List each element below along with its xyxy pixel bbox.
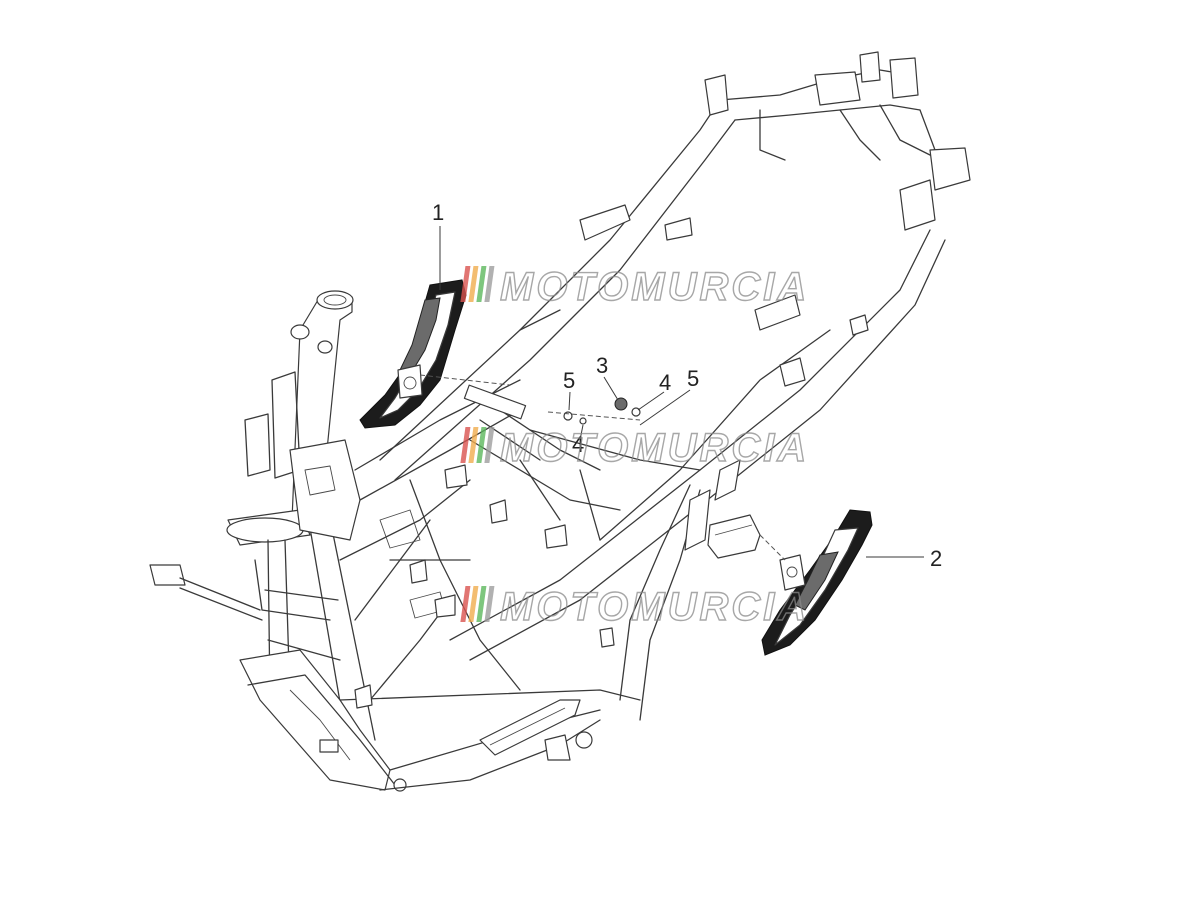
nut-3 (614, 397, 628, 411)
center-stand-lever (149, 564, 263, 621)
callout-4b: 4 (572, 432, 584, 457)
callout-5a: 5 (563, 368, 575, 393)
watermark-text: MOTOMURCIA (500, 426, 809, 470)
scooter-frame (149, 51, 971, 792)
washer-4a (579, 417, 587, 425)
fasteners (547, 397, 641, 425)
left-side-cover (359, 279, 511, 429)
watermarks: MOTOMURCIA MOTOMURCIA MOTOMURCIA (460, 264, 809, 630)
right-side-cover (759, 509, 873, 656)
watermark-logo: MOTOMURCIA (460, 425, 809, 471)
watermark-text: MOTOMURCIA (500, 265, 809, 309)
callout-labels: 1 2 3 4 4 5 5 (432, 200, 942, 571)
callout-5b: 5 (687, 366, 699, 391)
callout-1: 1 (432, 200, 444, 225)
watermark-logo: MOTOMURCIA (460, 264, 809, 310)
callout-2: 2 (930, 546, 942, 571)
watermark-text: MOTOMURCIA (500, 585, 809, 629)
leader-lines (439, 226, 924, 558)
callout-3: 3 (596, 353, 608, 378)
watermark-logo: MOTOMURCIA (460, 584, 809, 630)
callout-4a: 4 (659, 370, 671, 395)
